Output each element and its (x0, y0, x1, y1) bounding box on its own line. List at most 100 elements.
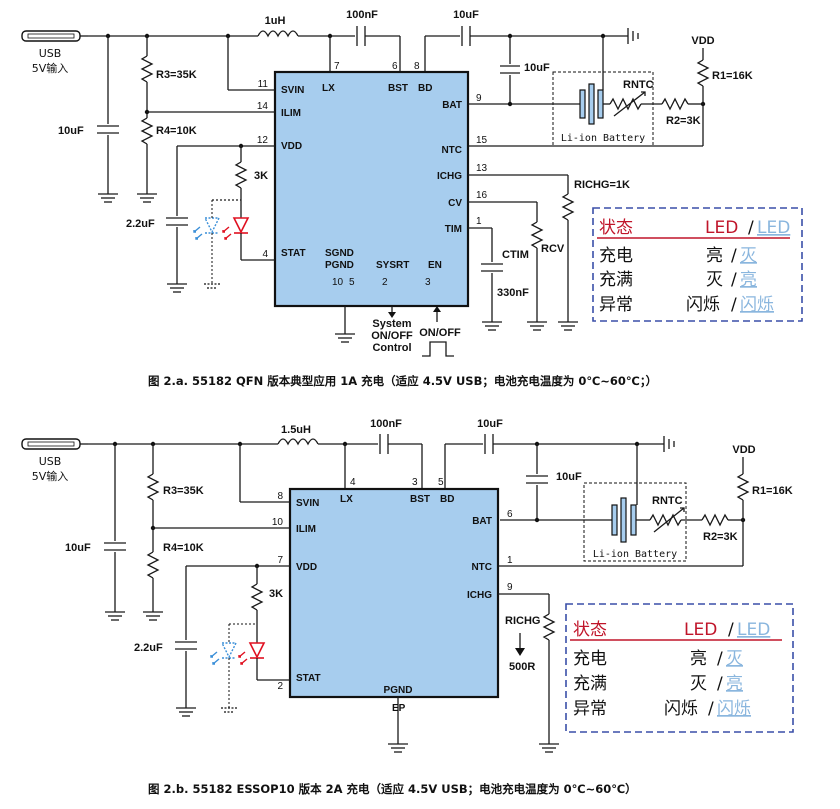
usb-connector-b (21, 438, 88, 450)
table-a-row-state: 异常 (599, 295, 633, 315)
richg-label-b: RICHG (505, 615, 540, 627)
pin-num-vdd-a: 12 (257, 135, 269, 146)
cap-bd-label-a: 10uF (453, 9, 479, 21)
pin-name-ichg-a: ICHG (437, 171, 462, 182)
pin-name-bst-b: BST (410, 494, 430, 505)
table-a-row-red: 灭 (706, 270, 723, 290)
usb-label-a: USB (39, 47, 62, 60)
status-table-a (592, 207, 803, 322)
table-b-row-red: 闪烁 (664, 699, 698, 719)
pin-num-pgnd-a: 5 (349, 277, 355, 288)
rntc-label-b: RNTC (652, 495, 683, 507)
table-b-row-red: 灭 (690, 674, 707, 694)
pin-name-ep-b: EP (392, 703, 406, 714)
status-table-b (565, 603, 794, 733)
status-table-b-text: 状态 LED / LED 充电 亮 / 灭 充满 灭 / 亮 异常 闪烁 / 闪… (573, 620, 770, 719)
pin-num-ntc-b: 1 (507, 555, 513, 566)
cap-bat-label-b: 10uF (556, 471, 582, 483)
r2-label-b: R2=3K (703, 531, 738, 543)
table-b-header-led-red: LED (684, 620, 717, 640)
cap-bd-label-b: 10uF (477, 418, 503, 430)
r2-label-a: R2=3K (666, 115, 701, 127)
table-a-row-red: 亮 (706, 246, 723, 266)
cap-bst-label-b: 100nF (370, 418, 402, 430)
pin-num-tim-a: 1 (476, 216, 482, 227)
pin-num-sysrt-a: 2 (382, 277, 388, 288)
pin-name-svin-b: SVIN (296, 498, 319, 509)
system-ctrl-line1-a: System (372, 318, 411, 330)
pin-num-svin-b: 8 (277, 491, 283, 502)
table-b-row-red: 亮 (690, 649, 707, 669)
red-led-a (222, 217, 250, 240)
ic-chip-a (273, 70, 470, 308)
r-led-label-b: 3K (269, 588, 283, 600)
usb-input-a: 5V输入 (32, 61, 69, 75)
caption-a: 图 2.a. 55182 QFN 版本典型应用 1A 充电（适应 4.5V US… (148, 374, 657, 388)
table-b-row-sep: / (708, 699, 714, 719)
pin-name-svin-a: SVIN (281, 85, 304, 96)
table-b-row-sep: / (717, 674, 723, 694)
battery-b (611, 497, 637, 543)
pin-name-bst-a: BST (388, 83, 408, 94)
cap-in-label-b: 10uF (65, 542, 91, 554)
table-a-row-state: 充满 (599, 270, 633, 290)
table-a-row-sep: / (731, 270, 737, 290)
table-b-row-sep: / (717, 649, 723, 669)
cap-vdd-label-a: 2.2uF (126, 218, 155, 230)
pin-name-vdd-a: VDD (281, 141, 302, 152)
pin-name-ilim-b: ILIM (296, 524, 316, 535)
richg-label-a: RICHG=1K (574, 179, 630, 191)
pin-name-stat-b: STAT (296, 673, 321, 684)
battery-label-b: Li-ion Battery (593, 549, 677, 560)
pin-name-pgnd-b: PGND (384, 685, 413, 696)
pin-name-en-a: EN (428, 260, 442, 271)
pin-name-bd-a: BD (418, 83, 432, 94)
pin-name-bat-a: BAT (442, 100, 462, 111)
ic-chip-b (288, 487, 500, 699)
cap-vdd-label-b: 2.2uF (134, 642, 163, 654)
table-b-header-led-blue: LED (737, 620, 770, 640)
ctim-label-a: CTIM (502, 249, 529, 261)
vdd-label-b: VDD (732, 444, 755, 456)
red-led-b (238, 642, 266, 665)
pin-name-sgnd-a: SGND (325, 248, 354, 259)
r1-label-a: R1=16K (712, 70, 753, 82)
table-a-row-red: 闪烁 (686, 295, 720, 315)
pin-name-sysrt-a: SYSRT (376, 260, 409, 271)
pin-name-cv-a: CV (448, 198, 462, 209)
pin-num-lx-a: 7 (334, 61, 340, 72)
system-ctrl-line3-a: Control (372, 342, 411, 354)
ctim-val-label-a: 330nF (497, 287, 529, 299)
blue-led-b (210, 642, 238, 665)
blue-led-a (193, 217, 221, 240)
pin-num-bat-b: 6 (507, 509, 513, 520)
cap-bst-label-a: 100nF (346, 9, 378, 21)
table-b-row-state: 异常 (573, 699, 607, 719)
pin-num-lx-b: 4 (350, 477, 356, 488)
pin-name-ntc-b: NTC (471, 562, 492, 573)
table-a-header-led-red: LED (705, 218, 738, 238)
inductor-label-a: 1uH (265, 15, 286, 27)
table-b-header-state: 状态 (573, 620, 607, 640)
table-b-header-sep: / (728, 620, 734, 640)
diagram-b: USB 5V输入 1.5uH 100nF 10uF 10uF (21, 418, 793, 796)
pin-num-ntc-a: 15 (476, 135, 488, 146)
table-a-row-sep: / (731, 295, 737, 315)
pin-num-en-a: 3 (425, 277, 431, 288)
table-a-row-blue: 灭 (740, 246, 757, 266)
caption-b: 图 2.b. 55182 ESSOP10 版本 2A 充电（适应 4.5V US… (148, 782, 637, 796)
pin-name-stat-a: STAT (281, 248, 306, 259)
pin-name-bat-b: BAT (472, 516, 492, 527)
pin-name-ilim-a: ILIM (281, 108, 301, 119)
pin-num-ilim-a: 14 (257, 101, 269, 112)
r4-label-a: R4=10K (156, 125, 197, 137)
status-table-a-text: 状态 LED / LED 充电 亮 / 灭 充满 灭 / 亮 异常 闪烁 / 闪… (599, 218, 790, 315)
pin-num-ichg-b: 9 (507, 582, 513, 593)
inductor-label-b: 1.5uH (281, 424, 311, 436)
pin-num-stat-b: 2 (277, 681, 283, 692)
pin-name-ichg-b: ICHG (467, 590, 492, 601)
table-a-row-blue: 闪烁 (740, 295, 774, 315)
r3-label-b: R3=35K (163, 485, 204, 497)
rntc-label-a: RNTC (623, 79, 654, 91)
